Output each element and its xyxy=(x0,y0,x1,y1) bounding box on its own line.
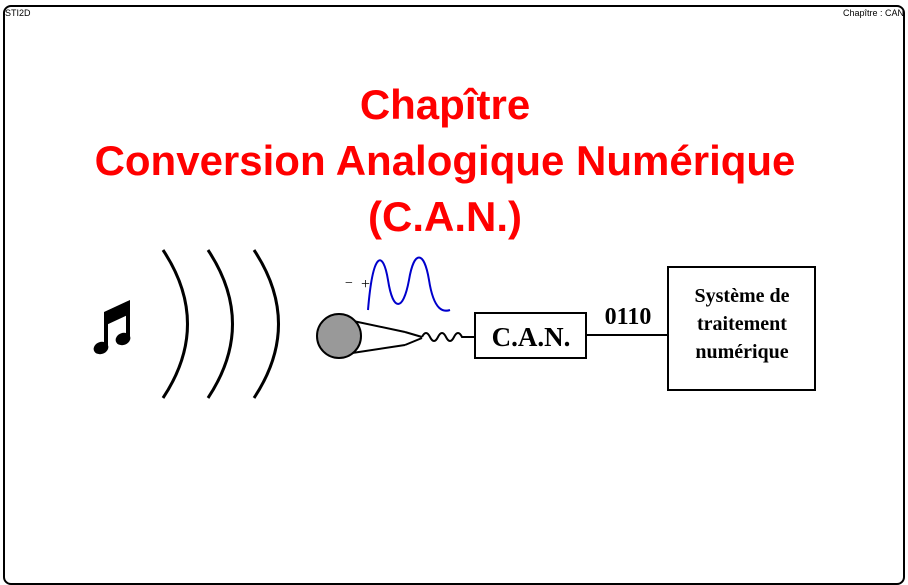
system-line-2: traitement xyxy=(697,313,787,335)
analog-signal-wave xyxy=(368,258,450,311)
can-label: C.A.N. xyxy=(492,322,571,352)
music-note-icon xyxy=(92,300,132,356)
microphone-icon xyxy=(317,314,476,358)
polarity-minus: − xyxy=(345,276,353,291)
digital-value: 0110 xyxy=(605,304,652,330)
system-line-3: numérique xyxy=(695,341,788,363)
system-line-1: Système de xyxy=(695,285,790,307)
polarity-plus: + xyxy=(361,276,370,293)
sound-waves-icon xyxy=(163,250,279,398)
